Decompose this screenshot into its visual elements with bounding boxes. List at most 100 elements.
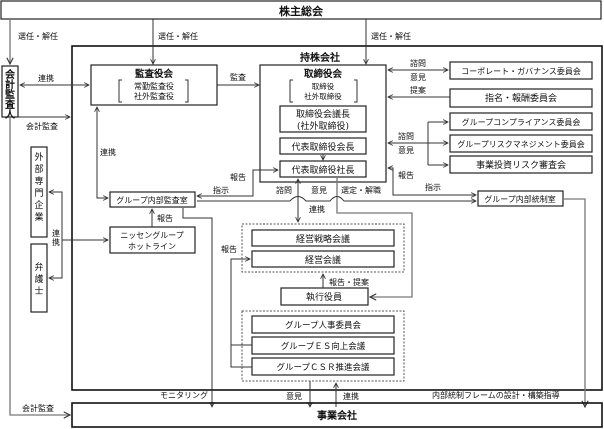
external-experts-box[interactable]: 外部専門企業 (30, 146, 48, 238)
bracket-right (185, 79, 189, 103)
opinion-label-2: 意見 (398, 145, 414, 155)
rep-president-box[interactable]: 代表取締役社長 (279, 160, 367, 178)
opinion-label-3: 意見 (311, 185, 327, 195)
board-title: 取締役会 (304, 68, 343, 80)
lawyer-box[interactable]: 弁護士 (30, 243, 48, 313)
compliance-committee-label: グループコンプライアンス委員会 (462, 117, 581, 127)
strategy-meeting-label: 経営戦略会議 (296, 233, 350, 245)
es-meeting-box[interactable]: グループＥＳ向上会議 (251, 336, 395, 355)
accounting-auditor-box[interactable]: 会計監査人 (1, 65, 19, 121)
compliance-committee-box[interactable]: グループコンプライアンス委員会 (449, 112, 593, 131)
audit-board-title: 監査役会 (135, 68, 174, 80)
management-meeting-label: 経営会議 (305, 254, 341, 266)
operating-companies-label: 事業会社 (317, 409, 357, 422)
report-label-right: 報告 (398, 170, 414, 180)
es-meeting-label: グループＥＳ向上会議 (281, 341, 366, 352)
audit-board-member: 社外監査役 (134, 91, 174, 101)
hotline-report-label: 報告 (157, 213, 173, 223)
internal-audit-box[interactable]: グループ内部監査室 (109, 191, 196, 208)
csr-meeting-box[interactable]: グループＣＳＲ推進会議 (251, 357, 395, 376)
monitoring-path (182, 208, 212, 407)
consult-label-2: 諮問 (398, 131, 414, 141)
csr-meeting-label: グループＣＳＲ推進会議 (277, 362, 370, 373)
cooperation-label-experts: 連携 (52, 228, 60, 247)
opinion-bottom-label: 意見 (286, 391, 302, 401)
cooperation-audit-path (97, 107, 108, 198)
nomination-committee-box[interactable]: 指名・報酬委員会 (449, 88, 593, 108)
control-guidance-path (563, 198, 585, 407)
shareholders-label: 株主総会 (279, 4, 324, 18)
report-instruct-right-path (388, 168, 476, 195)
consult-label-3: 諮問 (276, 185, 292, 195)
external-experts-label: 外部専門企業 (34, 151, 43, 223)
committee-report-lines (230, 344, 252, 368)
opinion-label-1: 意見 (410, 72, 426, 82)
appoint-dismiss-path (336, 177, 413, 297)
investment-review-box[interactable]: 事業投資リスク審査会 (449, 155, 593, 174)
instruct-label-left: 指示 (213, 185, 229, 195)
governance-committee-box[interactable]: コーポレート・ガバナンス委員会 (449, 61, 593, 80)
group-committees-frame (241, 310, 405, 382)
consult-label-1: 諮問 (410, 58, 426, 68)
rep-chairman-label: 代表取締役会長 (291, 141, 354, 153)
accounting-audit-label-2: 会計監査 (22, 403, 54, 413)
executive-officers-label: 執行役員 (306, 291, 342, 303)
monitoring-label: モニタリング (160, 390, 208, 400)
control-guidance-label: 内部統制フレームの設計・構築指導 (432, 390, 560, 400)
strategy-meeting-box[interactable]: 経営戦略会議 (251, 229, 395, 247)
cooperation-bottom-label: 連携 (343, 391, 359, 401)
governance-committee-label: コーポレート・ガバナンス委員会 (461, 66, 581, 76)
accounting-audit-label-1: 会計監査 (26, 121, 58, 131)
hr-committee-box[interactable]: グループ人事委員会 (251, 315, 395, 334)
management-group-frame (241, 223, 405, 273)
bracket-left (289, 79, 293, 103)
report-label-meeting: 報告 (221, 244, 237, 254)
board-chair-line1: 取締役会議長 (296, 108, 350, 120)
audit-board-box[interactable]: 監査役会 常勤監査役 社外監査役 (90, 64, 218, 106)
crossover-line (289, 196, 476, 202)
cooperation-label-auditor: 連携 (38, 73, 54, 83)
accounting-audit-arrow-2 (9, 117, 70, 415)
hotline-box[interactable]: ニッセングループ ホットライン (109, 226, 196, 254)
operating-companies-box[interactable]: 事業会社 (71, 402, 603, 428)
appoint-dismiss-label: 選定・解職 (341, 185, 381, 195)
internal-audit-label: グループ内部監査室 (116, 195, 188, 205)
report-proposal-label: 報告・提案 (329, 277, 369, 287)
internal-control-label: グループ内部統制室 (484, 194, 556, 204)
nomination-committee-label: 指名・報酬委員会 (485, 92, 557, 104)
shareholders-box[interactable]: 株主総会 (0, 0, 602, 20)
cooperation-label-audit: 連携 (100, 147, 116, 157)
board-chair-box[interactable]: 取締役会議長 (社外取締役) (279, 105, 367, 133)
instruct-label-right: 指示 (425, 182, 441, 192)
board-member: 取締役 (312, 81, 335, 91)
hotline-line1: ニッセングループ (120, 230, 184, 240)
holding-company-frame (71, 45, 603, 391)
board-chair-line2: (社外取締役) (297, 120, 349, 132)
board-member: 社外取締役 (304, 91, 342, 101)
hr-committee-label: グループ人事委員会 (285, 320, 361, 331)
audit-label: 監査 (230, 72, 246, 82)
rep-chairman-box[interactable]: 代表取締役会長 (279, 137, 367, 155)
appoint-label-mid: 選任・解任 (158, 31, 198, 41)
proposal-label: 提案 (410, 85, 426, 95)
internal-control-box[interactable]: グループ内部統制室 (477, 190, 564, 207)
risk-committee-label: グループリスクマネジメント委員会 (457, 139, 585, 149)
bracket-right (354, 79, 358, 103)
executive-officers-box[interactable]: 執行役員 (280, 287, 369, 306)
holding-company-label: 持株会社 (300, 51, 340, 64)
audit-board-member: 常勤監査役 (134, 81, 174, 91)
lawyer-label: 弁護士 (34, 261, 43, 297)
risk-committee-box[interactable]: グループリスクマネジメント委員会 (449, 134, 593, 153)
report-instruct-left-path (197, 170, 278, 196)
bracket-left (118, 79, 122, 103)
appoint-label-right: 選任・解任 (371, 31, 411, 41)
hotline-line2: ホットライン (128, 242, 176, 251)
accounting-auditor-label: 会計監査人 (4, 68, 16, 121)
cooperation-label-meeting: 連携 (309, 204, 325, 214)
management-meeting-box[interactable]: 経営会議 (251, 250, 395, 268)
investment-review-label: 事業投資リスク審査会 (476, 159, 566, 171)
rep-president-label: 代表取締役社長 (291, 164, 354, 176)
report-meeting-path (230, 259, 250, 348)
report-label-left: 報告 (230, 172, 246, 182)
